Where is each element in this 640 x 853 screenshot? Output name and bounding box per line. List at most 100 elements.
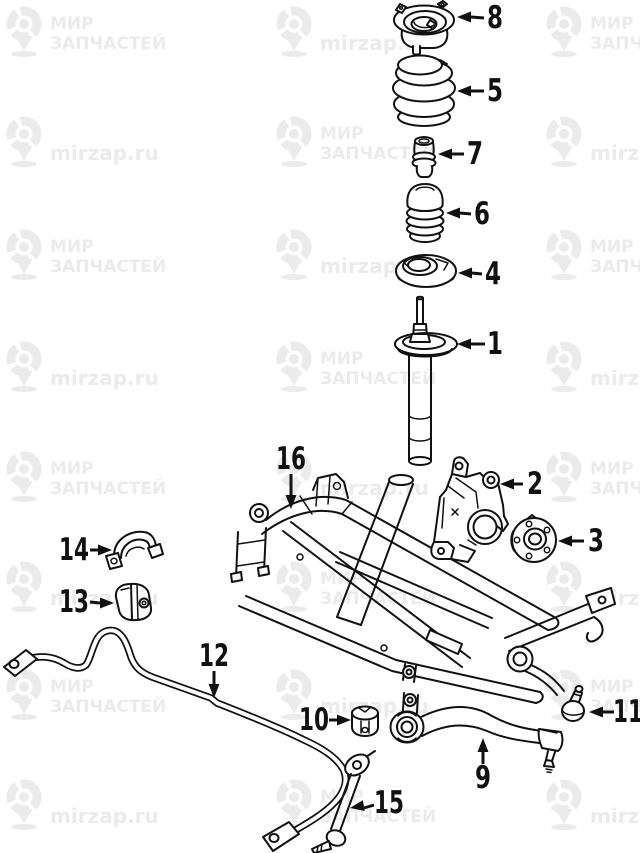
map-pin-icon — [276, 6, 312, 57]
callout-arrowhead-icon — [457, 85, 471, 97]
callout-arrow-line — [459, 211, 472, 216]
watermark-brand-text: ЗАПЧАСТЕЙ — [590, 32, 640, 54]
callout-number[interactable]: 3 — [588, 523, 604, 559]
watermark-brand-text: ЗАПЧАСТЕЙ — [50, 695, 166, 717]
callout-stabilizer-bar[interactable]: 12 — [199, 638, 229, 698]
control-arm-front-drawing — [389, 706, 564, 774]
callout-number[interactable]: 8 — [487, 0, 503, 36]
callout-number[interactable]: 6 — [474, 196, 490, 232]
callout-steering-knuckle[interactable]: 2 — [500, 466, 543, 502]
control-arm-rear-drawing — [506, 645, 585, 722]
callout-stabilizer-link[interactable]: 15 — [349, 785, 404, 821]
watermark-brand-text: ЗАПЧАСТЕЙ — [590, 477, 640, 499]
callout-number[interactable]: 1 — [487, 326, 503, 362]
callout-strut[interactable]: 1 — [457, 326, 503, 362]
callout-arrowhead-icon — [500, 478, 514, 490]
callout-bump-stop[interactable]: 7 — [438, 136, 483, 172]
map-pin-icon — [276, 341, 312, 392]
stabilizer-bracket-drawing — [105, 530, 164, 570]
callout-arrow-line — [89, 600, 101, 605]
watermark-brand-text: МИР — [50, 237, 94, 257]
map-pin-icon — [546, 451, 582, 502]
watermark-brand-text: ЗАПЧАСТЕЙ — [320, 805, 436, 827]
stabilizer-bar-drawing — [3, 626, 350, 852]
callout-arrowhead-icon — [558, 535, 572, 547]
map-pin-icon — [276, 116, 312, 167]
strut-mount-drawing — [393, 0, 455, 56]
callout-wheel-hub[interactable]: 3 — [558, 523, 604, 559]
map-pin-icon — [6, 341, 42, 392]
watermark-tile: mirzap.ru — [6, 341, 159, 392]
callout-subframe[interactable]: 16 — [276, 441, 306, 509]
callout-arrowhead-icon — [208, 684, 220, 698]
watermark-brand-text: МИР — [590, 237, 634, 257]
callout-number[interactable]: 4 — [485, 256, 501, 292]
map-pin-icon — [276, 561, 312, 612]
callout-link-bushing[interactable]: 10 — [299, 702, 351, 738]
map-pin-icon — [546, 6, 582, 57]
watermark-tile: mirzap.ru — [546, 116, 640, 167]
callout-number[interactable]: 14 — [59, 532, 89, 568]
callout-number[interactable]: 15 — [374, 785, 404, 821]
callout-number[interactable]: 13 — [59, 584, 89, 620]
callout-arrow-line — [363, 803, 375, 810]
stabilizer-link-drawing — [311, 750, 376, 853]
map-pin-icon — [6, 229, 42, 280]
callout-control-arm-rear[interactable]: 11 — [589, 694, 640, 730]
watermark-brand-text: ЗАПЧАСТЕЙ — [50, 32, 166, 54]
map-pin-icon — [546, 229, 582, 280]
callout-number[interactable]: 11 — [613, 694, 640, 730]
spring-pad-drawing — [395, 254, 457, 288]
wheel-hub-drawing — [510, 514, 557, 563]
callout-arrowhead-icon — [100, 597, 114, 609]
callout-arrowhead-icon — [98, 544, 112, 556]
callout-dust-boot[interactable]: 6 — [446, 196, 490, 232]
callout-arrowhead-icon — [438, 148, 452, 160]
watermark-site-text: mirzap.ru — [590, 141, 640, 165]
callout-control-arm-front[interactable]: 9 — [475, 738, 491, 796]
watermark-tile: mirzap.ru — [546, 341, 640, 392]
map-pin-icon — [6, 561, 42, 612]
callout-strut-mount[interactable]: 8 — [457, 0, 503, 36]
callout-number[interactable]: 12 — [199, 638, 229, 674]
watermark-brand-text: ЗАПЧАСТЕЙ — [320, 142, 436, 164]
callout-arrowhead-icon — [589, 706, 603, 718]
callout-stabilizer-bushing[interactable]: 13 — [59, 584, 114, 620]
watermark-site-text: mirzap.ru — [50, 366, 159, 390]
map-pin-icon — [546, 116, 582, 167]
callout-spring-pad[interactable]: 4 — [458, 256, 501, 292]
stabilizer-bushing-drawing — [114, 582, 153, 622]
callout-number[interactable]: 10 — [299, 702, 329, 738]
callout-arrowhead-icon — [446, 207, 460, 219]
callout-arrowhead-icon — [457, 11, 471, 23]
callout-stabilizer-bracket[interactable]: 14 — [59, 532, 112, 568]
map-pin-icon — [276, 229, 312, 280]
map-pin-icon — [6, 116, 42, 167]
dust-boot-drawing — [405, 183, 445, 243]
callout-arrowhead-icon — [477, 738, 489, 752]
map-pin-icon — [6, 779, 42, 830]
watermark-brand-text: МИР — [50, 14, 94, 34]
callout-number[interactable]: 2 — [527, 466, 543, 502]
coil-spring-drawing — [392, 54, 456, 127]
callout-coil-spring[interactable]: 5 — [457, 73, 503, 109]
link-bushing-drawing — [351, 705, 379, 737]
callout-number[interactable]: 5 — [487, 73, 503, 109]
callout-number[interactable]: 16 — [276, 441, 306, 477]
callout-arrowhead-icon — [457, 338, 471, 350]
callout-number[interactable]: 7 — [467, 136, 483, 172]
callout-number[interactable]: 9 — [475, 760, 491, 796]
watermark-brand-text: МИР — [590, 14, 634, 34]
callout-arrow-line — [471, 271, 483, 276]
strut-drawing — [394, 295, 458, 466]
callout-arrow-line — [470, 15, 485, 20]
